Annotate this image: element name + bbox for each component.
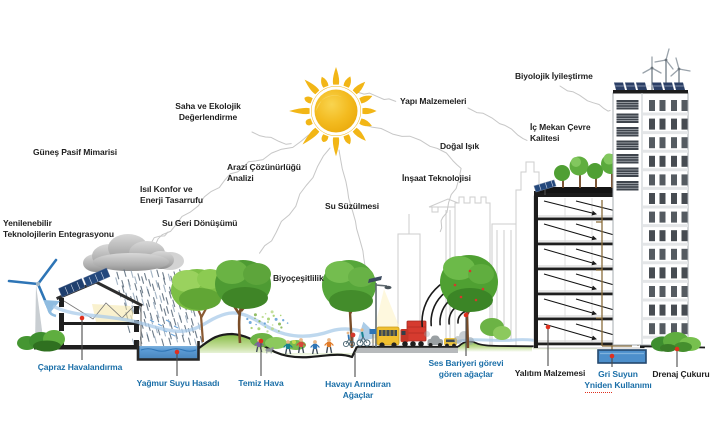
truck-icon [400,320,427,347]
street-pavement [356,347,458,353]
label-greywater-reuse: Gri Suyun Yniden Kullanımı [584,369,652,391]
label-site-ecological-assessment: Saha ve Ekolojik Değerlendirme [175,101,241,123]
tower-windows [616,100,688,339]
label-markers [79,312,680,377]
label-sound-barrier-trees: Ses Bariyeri görevi gören ağaçlar [428,358,504,380]
rain-cloud-icon [83,234,184,272]
ball-icon [292,340,296,344]
tall-building [612,48,691,346]
roof-solar-panel-icon [533,179,557,195]
roof-slab [534,191,644,197]
person-icon [310,340,320,355]
label-land-resolution-analysis: Arazi Çözünürlüğü Analizi [227,162,301,184]
person-icon [324,338,334,354]
label-natural-light: Doğal Işık [440,141,480,151]
bus-icon [376,326,400,348]
person-icon [296,338,306,354]
rooftop-solar-panels [614,82,686,90]
label-rainwater-harvesting: Yağmur Suyu Hasadı [136,378,220,388]
label-construction-technology: İnşaat Teknolojisi [402,173,471,183]
label-biological-remediation: Biyolojik İyileştirme [515,71,593,81]
background-skyline [397,161,546,347]
ground-line-hill [198,332,358,359]
house-bushes [17,330,65,352]
rain-splashes [149,319,179,337]
car-icon [427,335,443,347]
label-building-materials: Yapı Malzemeleri [400,96,467,106]
label-biodiversity: Biyoçeşitlilik [273,273,324,283]
label-indoor-environment-quality: İç Mekan Çevre Kalitesi [530,122,591,144]
tree-fruits [453,269,485,302]
greywater-tank [597,349,647,364]
biodiversity-speckles [246,310,289,333]
rainwater-basin [136,341,200,361]
label-air-purifying-trees: Havayı Arındıran Ağaçlar [325,379,391,401]
air-purifying-tree [322,260,376,349]
drainage-bushes [651,332,701,352]
bush-icon [493,326,511,340]
cyclist-icon [342,328,371,348]
taxi-icon [444,338,457,348]
sound-barrier-tree [440,255,511,349]
label-water-infiltration: Su Süzülmesi [325,201,380,211]
left-wall [534,196,538,348]
label-solar-passive-architecture: Güneş Pasif Mimarisi [33,147,117,157]
label-water-recycling: Su Geri Dönüşümü [162,218,238,228]
roof-solar-panels [58,267,111,298]
spellcheck-underline [585,392,612,393]
tree-icon [215,260,271,344]
sun-icon [289,67,377,157]
label-renewable-technologies-integration: Yenilenebilir Teknolojilerin Entegrasyon… [3,218,114,240]
person-icon [283,340,293,355]
label-thermal-comfort-energy-saving: Isıl Konfor ve Enerji Tasarrufu [140,184,203,206]
label-cross-ventilation: Çapraz Havalandırma [37,362,123,372]
house-walls [59,298,139,348]
label-drainage-pit: Drenaj Çukuru [652,369,710,379]
house-cross-section [43,267,144,348]
label-clean-air: Temiz Hava [238,378,284,388]
air-inlet-arrow [43,300,60,318]
label-insulation-material: Yalıtım Malzemesi [514,368,586,378]
dog-icon [265,347,274,354]
